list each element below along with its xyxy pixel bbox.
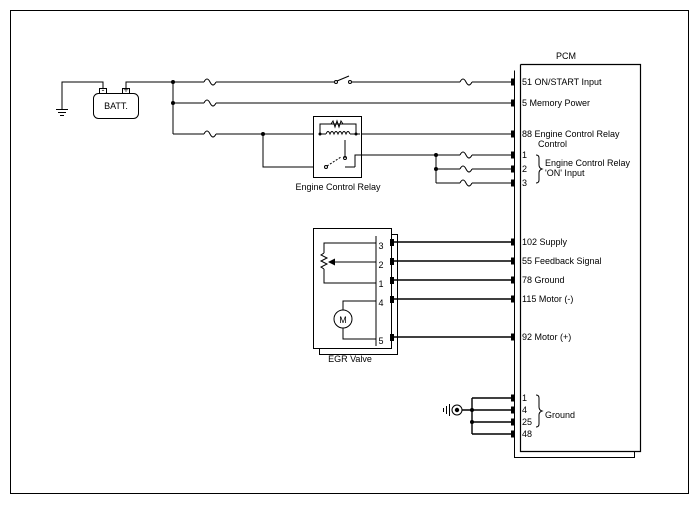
egr-label: EGR Valve: [328, 354, 372, 364]
ground-group-label: Ground: [545, 410, 575, 420]
fuse-icon: [459, 78, 473, 86]
fuse-icon: [459, 179, 473, 187]
pcm-pin-gnd-1: 1: [522, 393, 527, 403]
pcm-pin-terminals: [511, 78, 515, 438]
pcm-pin-supply: 102 Supply: [522, 237, 568, 247]
battery-neg-symbol: -: [102, 85, 105, 95]
relay-on-input-circuit: [360, 151, 514, 187]
pcm-pin-gnd-4: 4: [522, 405, 527, 415]
relay-box: [313, 116, 362, 178]
egr-valve: [313, 228, 398, 355]
egr-connector-terminals: [390, 239, 394, 341]
egr-motor-symbol: M: [339, 315, 347, 325]
egr-pin-2: 2: [378, 260, 383, 270]
pcm-pin-gnd-25: 25: [522, 417, 532, 427]
battery-label: BATT.: [104, 101, 128, 111]
battery: BATT. - +: [93, 85, 139, 119]
egr-pin-4: 4: [378, 298, 383, 308]
memory-power-circuit: [173, 99, 514, 107]
pcm-pin-ground-78: 78 Ground: [522, 275, 565, 285]
relay-feed-circuit: [173, 130, 514, 168]
egr-pin-1: 1: [378, 279, 383, 289]
ground-circuit: [443, 397, 514, 435]
pcm-pin-relay-on-1: 1: [522, 150, 527, 160]
pcm-title: PCM: [556, 51, 576, 61]
coil-icon: [325, 131, 351, 136]
relay-on-group-label-1: Engine Control Relay: [545, 158, 631, 168]
diagram-frame: [10, 10, 689, 494]
ignition-switch-icon: [336, 75, 350, 82]
pcm-pin-on-start: 51 ON/START Input: [522, 77, 602, 87]
relay-on-group-label-2: 'ON' Input: [545, 168, 585, 178]
pcm-pin-relay-on-2: 2: [522, 164, 527, 174]
fuse-icon: [203, 78, 217, 86]
battery-pos-symbol: +: [123, 85, 128, 95]
chassis-ground-icon: [451, 404, 463, 416]
pcm-pin-relay-control-line2: Control: [538, 139, 567, 149]
ground-symbol-icon: [56, 109, 68, 116]
fuse-icon: [203, 99, 217, 107]
battery-positive-wire: [125, 81, 173, 88]
relay-label: Engine Control Relay: [295, 182, 381, 192]
egr-pin-5: 5: [378, 336, 383, 346]
on-start-circuit: [173, 75, 514, 86]
pcm-pin-feedback: 55 Feedback Signal: [522, 256, 602, 266]
battery-body: [93, 93, 139, 119]
battery-pos-post: [122, 88, 130, 94]
egr-box-shadow: [319, 234, 398, 355]
pcm-box: [519, 63, 642, 453]
pcm-pin-gnd-48: 48: [522, 429, 532, 439]
egr-pin-3: 3: [378, 241, 383, 251]
pcm-pin-relay-on-3: 3: [522, 178, 527, 188]
pcm-pin-motor-neg: 115 Motor (-): [522, 294, 573, 304]
pcm-pin-relay-control: 88 Engine Control Relay: [522, 129, 620, 139]
battery-neg-post: [99, 88, 107, 94]
wiper-arrow-icon: [328, 258, 335, 266]
relay-on-group-brace: [535, 154, 544, 184]
pcm-pin-motor-pos: 92 Motor (+): [522, 332, 571, 342]
engine-control-relay: [313, 116, 362, 178]
potentiometer-icon: [319, 252, 329, 270]
egr-to-pcm-wires: [394, 241, 514, 338]
fuse-icon: [459, 151, 473, 159]
resistor-icon: [330, 119, 344, 129]
egr-box: [313, 228, 392, 349]
battery-ground-wire: [61, 81, 104, 109]
fuse-icon: [203, 130, 217, 138]
fuse-icon: [459, 165, 473, 173]
relay-switch-icon: [326, 156, 342, 167]
pcm-pin-memory-power: 5 Memory Power: [522, 98, 590, 108]
ground-group-brace: [535, 394, 544, 428]
